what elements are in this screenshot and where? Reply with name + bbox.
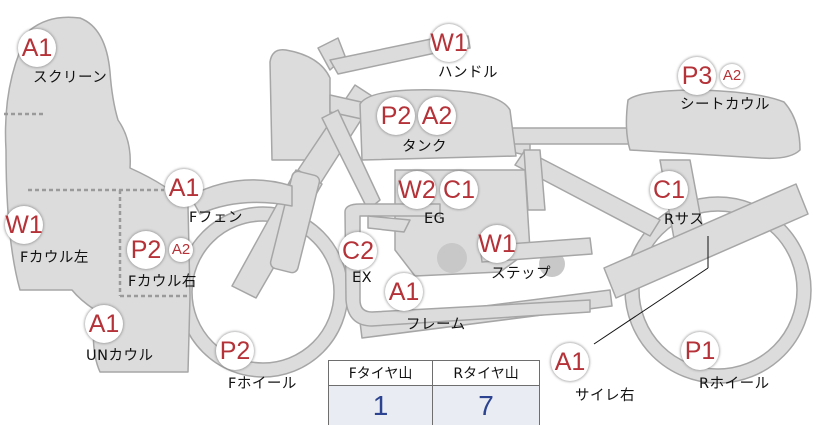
damage-code-step: W1 <box>478 225 516 263</box>
damage-code-eg-1: W2 <box>398 171 436 209</box>
damage-code-screen: A1 <box>18 29 56 67</box>
tread-value-rear: 7 <box>432 385 540 425</box>
part-label-rsus: Rサス <box>664 212 705 228</box>
part-label-fcowl-left: Fカウル左 <box>20 250 89 266</box>
part-label-fwheel: Fホイール <box>228 376 297 392</box>
part-label-screen: スクリーン <box>33 70 108 86</box>
damage-code-rsus: C1 <box>650 171 688 209</box>
damage-code-uncowl: A1 <box>85 305 123 343</box>
part-label-rwheel: Rホイール <box>699 376 770 392</box>
damage-code-ex: C2 <box>339 232 377 270</box>
silencer-shape <box>603 183 809 299</box>
damage-code-seatcowl-1: P3 <box>678 57 716 95</box>
part-label-handle: ハンドル <box>438 65 498 81</box>
part-label-ex: EX <box>352 270 373 286</box>
tread-header-front: Fタイヤ山 <box>327 360 434 386</box>
damage-code-rwheel: P1 <box>681 332 719 370</box>
part-label-uncowl: UNカウル <box>86 348 154 364</box>
damage-code-eg-2: C1 <box>440 171 478 209</box>
damage-code-tank-2: A2 <box>418 97 456 135</box>
damage-code-fcowl-right-1: P2 <box>127 231 165 269</box>
damage-code-frame: A1 <box>385 273 423 311</box>
damage-code-tank-1: P2 <box>377 97 415 135</box>
exhaust-shape <box>344 203 591 327</box>
part-label-eg: EG <box>424 211 446 227</box>
damage-code-fwheel: P2 <box>216 332 254 370</box>
tread-header-rear: Rタイヤ山 <box>432 360 540 386</box>
tread-value-front: 1 <box>327 385 434 425</box>
part-label-silencer-right: サイレ右 <box>575 388 635 404</box>
part-label-ffender: Fフェン <box>189 210 243 226</box>
part-label-seatcowl: シートカウル <box>680 97 770 113</box>
part-label-tank: タンク <box>402 139 447 155</box>
tire-tread-table: Fタイヤ山 Rタイヤ山 1 7 <box>327 360 540 425</box>
damage-code-silencer-right: A1 <box>551 343 589 381</box>
damage-code-fcowl-left: W1 <box>5 206 43 244</box>
damage-code-fcowl-right-2: A2 <box>169 238 193 262</box>
damage-code-handle: W1 <box>430 24 468 62</box>
damage-code-seatcowl-2: A2 <box>720 64 744 88</box>
part-label-fcowl-right: Fカウル右 <box>128 274 197 290</box>
part-label-step: ステップ <box>491 266 551 282</box>
front-fender-shape <box>189 179 293 215</box>
part-label-frame: フレーム <box>406 317 466 333</box>
damage-code-ffender: A1 <box>165 169 203 207</box>
